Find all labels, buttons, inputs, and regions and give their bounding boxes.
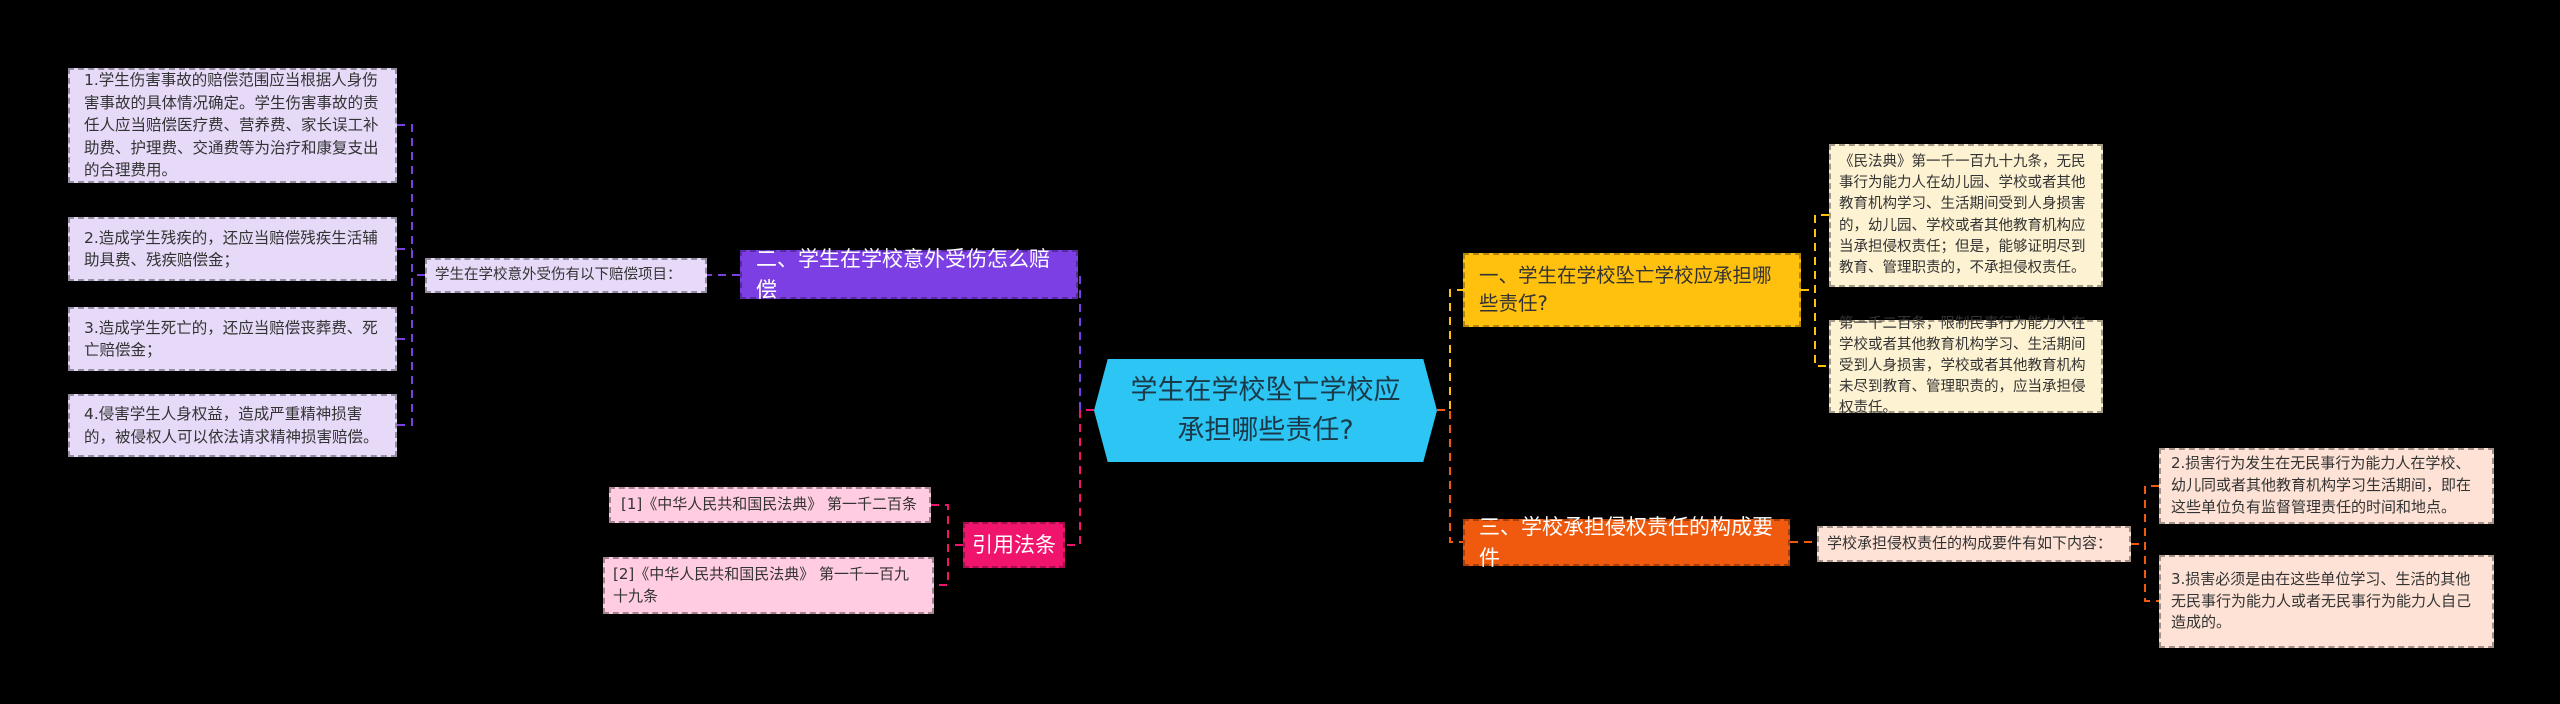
elements-intro-text: 学校承担侵权责任的构成要件有如下内容： (1827, 534, 2113, 553)
compensation-item-text: 4.侵害学生人身权益，造成严重精神损害的，被侵权人可以依法请求精神损害赔偿。 (84, 405, 379, 446)
citation-item-text: [2]《中华人民共和国民法典》 第一千一百九十九条 (613, 564, 910, 605)
liability-item[interactable]: 第一千二百条，限制民事行为能力人在学校或者其他教育机构学习、生活期间受到人身损害… (1829, 316, 2103, 416)
compensation-item-text: 3.造成学生死亡的，还应当赔偿丧葬费、死亡赔偿金； (84, 318, 378, 359)
central-topic[interactable]: 学生在学校坠亡学校应承担哪些责任? (1094, 359, 1437, 462)
compensation-item[interactable]: 4.侵害学生人身权益，造成严重精神损害的，被侵权人可以依法请求精神损害赔偿。 (68, 394, 397, 457)
link-center-yellow (1437, 289, 1463, 411)
citation-item[interactable]: [1]《中华人民共和国民法典》 第一千二百条 (609, 487, 931, 523)
branch-citations-label: 引用法条 (972, 532, 1056, 557)
link-yellow-items (1801, 214, 1829, 367)
compensation-item-text: 1.学生伤害事故的赔偿范围应当根据人身伤害事故的具体情况确定。学生伤害事故的责任… (84, 71, 379, 180)
branch-elements-label: 三、学校承担侵权责任的构成要件 (1479, 515, 1773, 570)
citation-item[interactable]: [2]《中华人民共和国民法典》 第一千一百九十九条 (603, 557, 934, 614)
elements-item-text: 3.损害必须是由在这些单位学习、生活的其他无民事行为能力人或者无民事行为能力人自… (2171, 569, 2472, 632)
branch-liability[interactable]: 一、学生在学校坠亡学校应承担哪些责任? (1463, 253, 1801, 327)
branch-compensation-label: 二、学生在学校意外受伤怎么赔偿 (756, 247, 1050, 302)
branch-citations[interactable]: 引用法条 (963, 522, 1065, 568)
elements-intro[interactable]: 学校承担侵权责任的构成要件有如下内容： (1817, 526, 2131, 562)
link-pink-items (931, 504, 963, 586)
elements-item[interactable]: 3.损害必须是由在这些单位学习、生活的其他无民事行为能力人或者无民事行为能力人自… (2159, 555, 2494, 648)
liability-item-text: 《民法典》第一千一百九十九条，无民事行为能力人在幼儿园、学校或者其他教育机构学习… (1839, 154, 2086, 276)
compensation-item[interactable]: 1.学生伤害事故的赔偿范围应当根据人身伤害事故的具体情况确定。学生伤害事故的责任… (68, 68, 397, 183)
elements-item-text: 2.损害行为发生在无民事行为能力人在学校、幼儿同或者其他教育机构学习生活期间，即… (2171, 454, 2472, 516)
compensation-item[interactable]: 2.造成学生残疾的，还应当赔偿残疾生活辅助具费、残疾赔偿金； (68, 217, 397, 281)
link-center-purple (1079, 275, 1094, 411)
citation-item-text: [1]《中华人民共和国民法典》 第一千二百条 (621, 495, 918, 514)
branch-compensation[interactable]: 二、学生在学校意外受伤怎么赔偿 (740, 247, 1078, 302)
link-orange-items (2131, 485, 2159, 602)
liability-item[interactable]: 《民法典》第一千一百九十九条，无民事行为能力人在幼儿园、学校或者其他教育机构学习… (1829, 144, 2103, 287)
link-center-orange (1437, 409, 1463, 543)
link-center-pink (1065, 409, 1094, 546)
liability-item-text: 第一千二百条，限制民事行为能力人在学校或者其他教育机构学习、生活期间受到人身损害… (1839, 315, 2086, 417)
central-topic-text: 学生在学校坠亡学校应承担哪些责任? (1130, 375, 1401, 446)
branch-elements[interactable]: 三、学校承担侵权责任的构成要件 (1463, 515, 1790, 570)
compensation-intro-text: 学生在学校意外受伤有以下赔偿项目： (435, 266, 682, 283)
elements-item[interactable]: 2.损害行为发生在无民事行为能力人在学校、幼儿同或者其他教育机构学习生活期间，即… (2159, 448, 2494, 524)
compensation-item-text: 2.造成学生残疾的，还应当赔偿残疾生活辅助具费、残疾赔偿金； (84, 228, 378, 269)
link-intro-items (397, 124, 425, 426)
compensation-intro[interactable]: 学生在学校意外受伤有以下赔偿项目： (425, 258, 707, 293)
branch-liability-label: 一、学生在学校坠亡学校应承担哪些责任? (1479, 263, 1772, 315)
compensation-item[interactable]: 3.造成学生死亡的，还应当赔偿丧葬费、死亡赔偿金； (68, 307, 397, 371)
